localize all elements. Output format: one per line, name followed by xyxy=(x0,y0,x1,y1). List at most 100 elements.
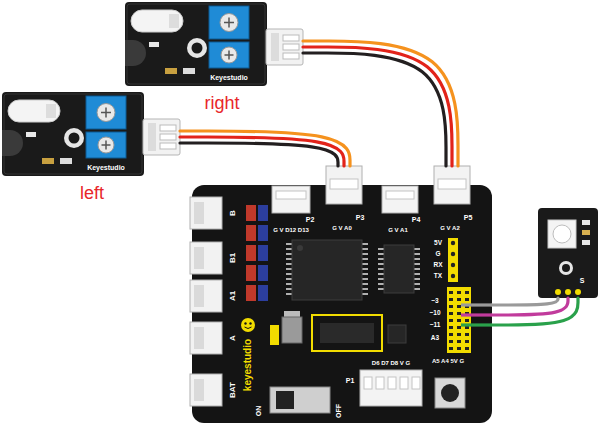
jumper-block-part xyxy=(258,265,268,281)
regulator-part xyxy=(282,317,302,343)
brand-label: keyestudio xyxy=(243,339,253,391)
reset-button-part xyxy=(441,384,459,402)
wire-stub-part xyxy=(461,303,492,306)
switch-label: ON xyxy=(255,406,262,417)
pin-label: D6 D7 D8 V G xyxy=(372,360,410,366)
port-name: P3 xyxy=(356,214,365,221)
led-module-part xyxy=(575,289,581,295)
driver-chip-part xyxy=(286,243,292,297)
brand-logo-part xyxy=(244,322,246,324)
power-switch xyxy=(270,387,330,413)
led-module-part xyxy=(555,289,561,295)
pin-header-part xyxy=(451,252,455,256)
led-module-part xyxy=(559,261,573,275)
jumper-block-part xyxy=(246,245,256,261)
port-housing-part xyxy=(272,186,310,213)
pin-label: G V A1 xyxy=(388,227,407,233)
wire-group xyxy=(180,41,578,325)
port-housing-part xyxy=(376,377,384,389)
wire-stub xyxy=(461,305,492,325)
port-connector: P2G V D12 D13 xyxy=(264,186,318,238)
jumper-block xyxy=(246,205,268,301)
brand-logo-part xyxy=(245,327,252,329)
wire xyxy=(180,143,338,166)
sensor-module xyxy=(125,2,303,86)
led-module-part xyxy=(548,220,576,248)
jumper-block-part xyxy=(258,205,268,221)
sensor-side-label: left xyxy=(80,184,104,202)
wire xyxy=(492,298,578,325)
port-name: P4 xyxy=(412,216,421,223)
brand-logo-part xyxy=(249,322,251,324)
pin-label: A5 A4 5V G xyxy=(432,358,464,364)
port-connector: P3G V A0 xyxy=(320,166,368,238)
port-housing-part xyxy=(438,179,466,189)
power-switch-part xyxy=(270,387,330,413)
port-name: P1 xyxy=(346,377,355,384)
led-module-part xyxy=(538,208,598,298)
terminal-housing-part xyxy=(190,242,222,274)
logic-chip xyxy=(381,245,417,293)
motor-shield xyxy=(190,166,492,423)
regulator-part xyxy=(312,315,382,351)
terminal-housing-part xyxy=(190,374,222,406)
port-housing-part xyxy=(382,186,418,213)
terminal-housing-part xyxy=(194,327,204,349)
terminal-label: A1 xyxy=(229,291,237,301)
wire xyxy=(303,53,446,166)
wire xyxy=(303,41,458,166)
motor-shield: BB1A1ABATkeyestudioONOFF5VGRXTX~3~10~11A… xyxy=(192,185,492,423)
pin-header-part xyxy=(451,263,455,267)
led-module-part xyxy=(565,289,571,295)
pin-header-part xyxy=(447,287,471,353)
regulator-part xyxy=(388,325,406,343)
pin-label: ~3 xyxy=(431,298,438,305)
pin-header-part xyxy=(449,291,453,351)
wire xyxy=(180,131,350,166)
pin-label: S xyxy=(580,277,585,284)
sensor-module xyxy=(2,92,180,176)
terminal-housing-part xyxy=(190,322,222,354)
wire-stub-part xyxy=(461,313,492,316)
wire-bundle xyxy=(303,41,458,166)
port-housing-part xyxy=(388,377,396,389)
led-module-part xyxy=(582,230,590,235)
jumper-block-part xyxy=(246,265,256,281)
jumper-block-part xyxy=(258,285,268,301)
pin-label: RX xyxy=(433,262,442,269)
port-name: P5 xyxy=(464,214,473,221)
power-switch-part xyxy=(276,391,294,409)
pin-label: G xyxy=(435,251,440,258)
motor-shield-part xyxy=(192,185,492,423)
regulator xyxy=(270,311,406,351)
pin-label: ~11 xyxy=(430,322,441,329)
brand-logo xyxy=(241,318,255,332)
driver-chip-part xyxy=(362,243,368,297)
wire xyxy=(303,47,452,166)
port-housing-part xyxy=(412,377,420,389)
port-connector: P4 G V A1 xyxy=(376,186,424,238)
pin-label: TX xyxy=(434,273,442,280)
terminal-label: B1 xyxy=(229,253,237,263)
port-housing-part xyxy=(326,166,362,204)
switch-label: OFF xyxy=(335,404,342,418)
jumper-block-part xyxy=(258,245,268,261)
port-housing-part xyxy=(330,179,358,189)
led-module-part xyxy=(562,264,570,272)
jumper-block-part xyxy=(246,225,256,241)
port-connector: P1 D6 D7 D8 V G xyxy=(342,358,426,414)
sensor-side-label: right xyxy=(204,94,239,112)
brand-label: Keyestudio xyxy=(87,164,125,171)
terminal-label: A xyxy=(229,335,237,341)
terminal-housing-part xyxy=(194,202,204,224)
sensor-module: Keyestudioright xyxy=(125,2,303,86)
pin-header-part xyxy=(465,291,469,351)
logic-chip-part xyxy=(378,248,384,290)
pin-header-part xyxy=(457,291,461,351)
pin-label: A3 xyxy=(431,335,439,342)
terminal-housing-part xyxy=(190,197,222,229)
driver-chip-part xyxy=(297,245,303,251)
pin-label: G V D12 D13 xyxy=(273,227,309,233)
